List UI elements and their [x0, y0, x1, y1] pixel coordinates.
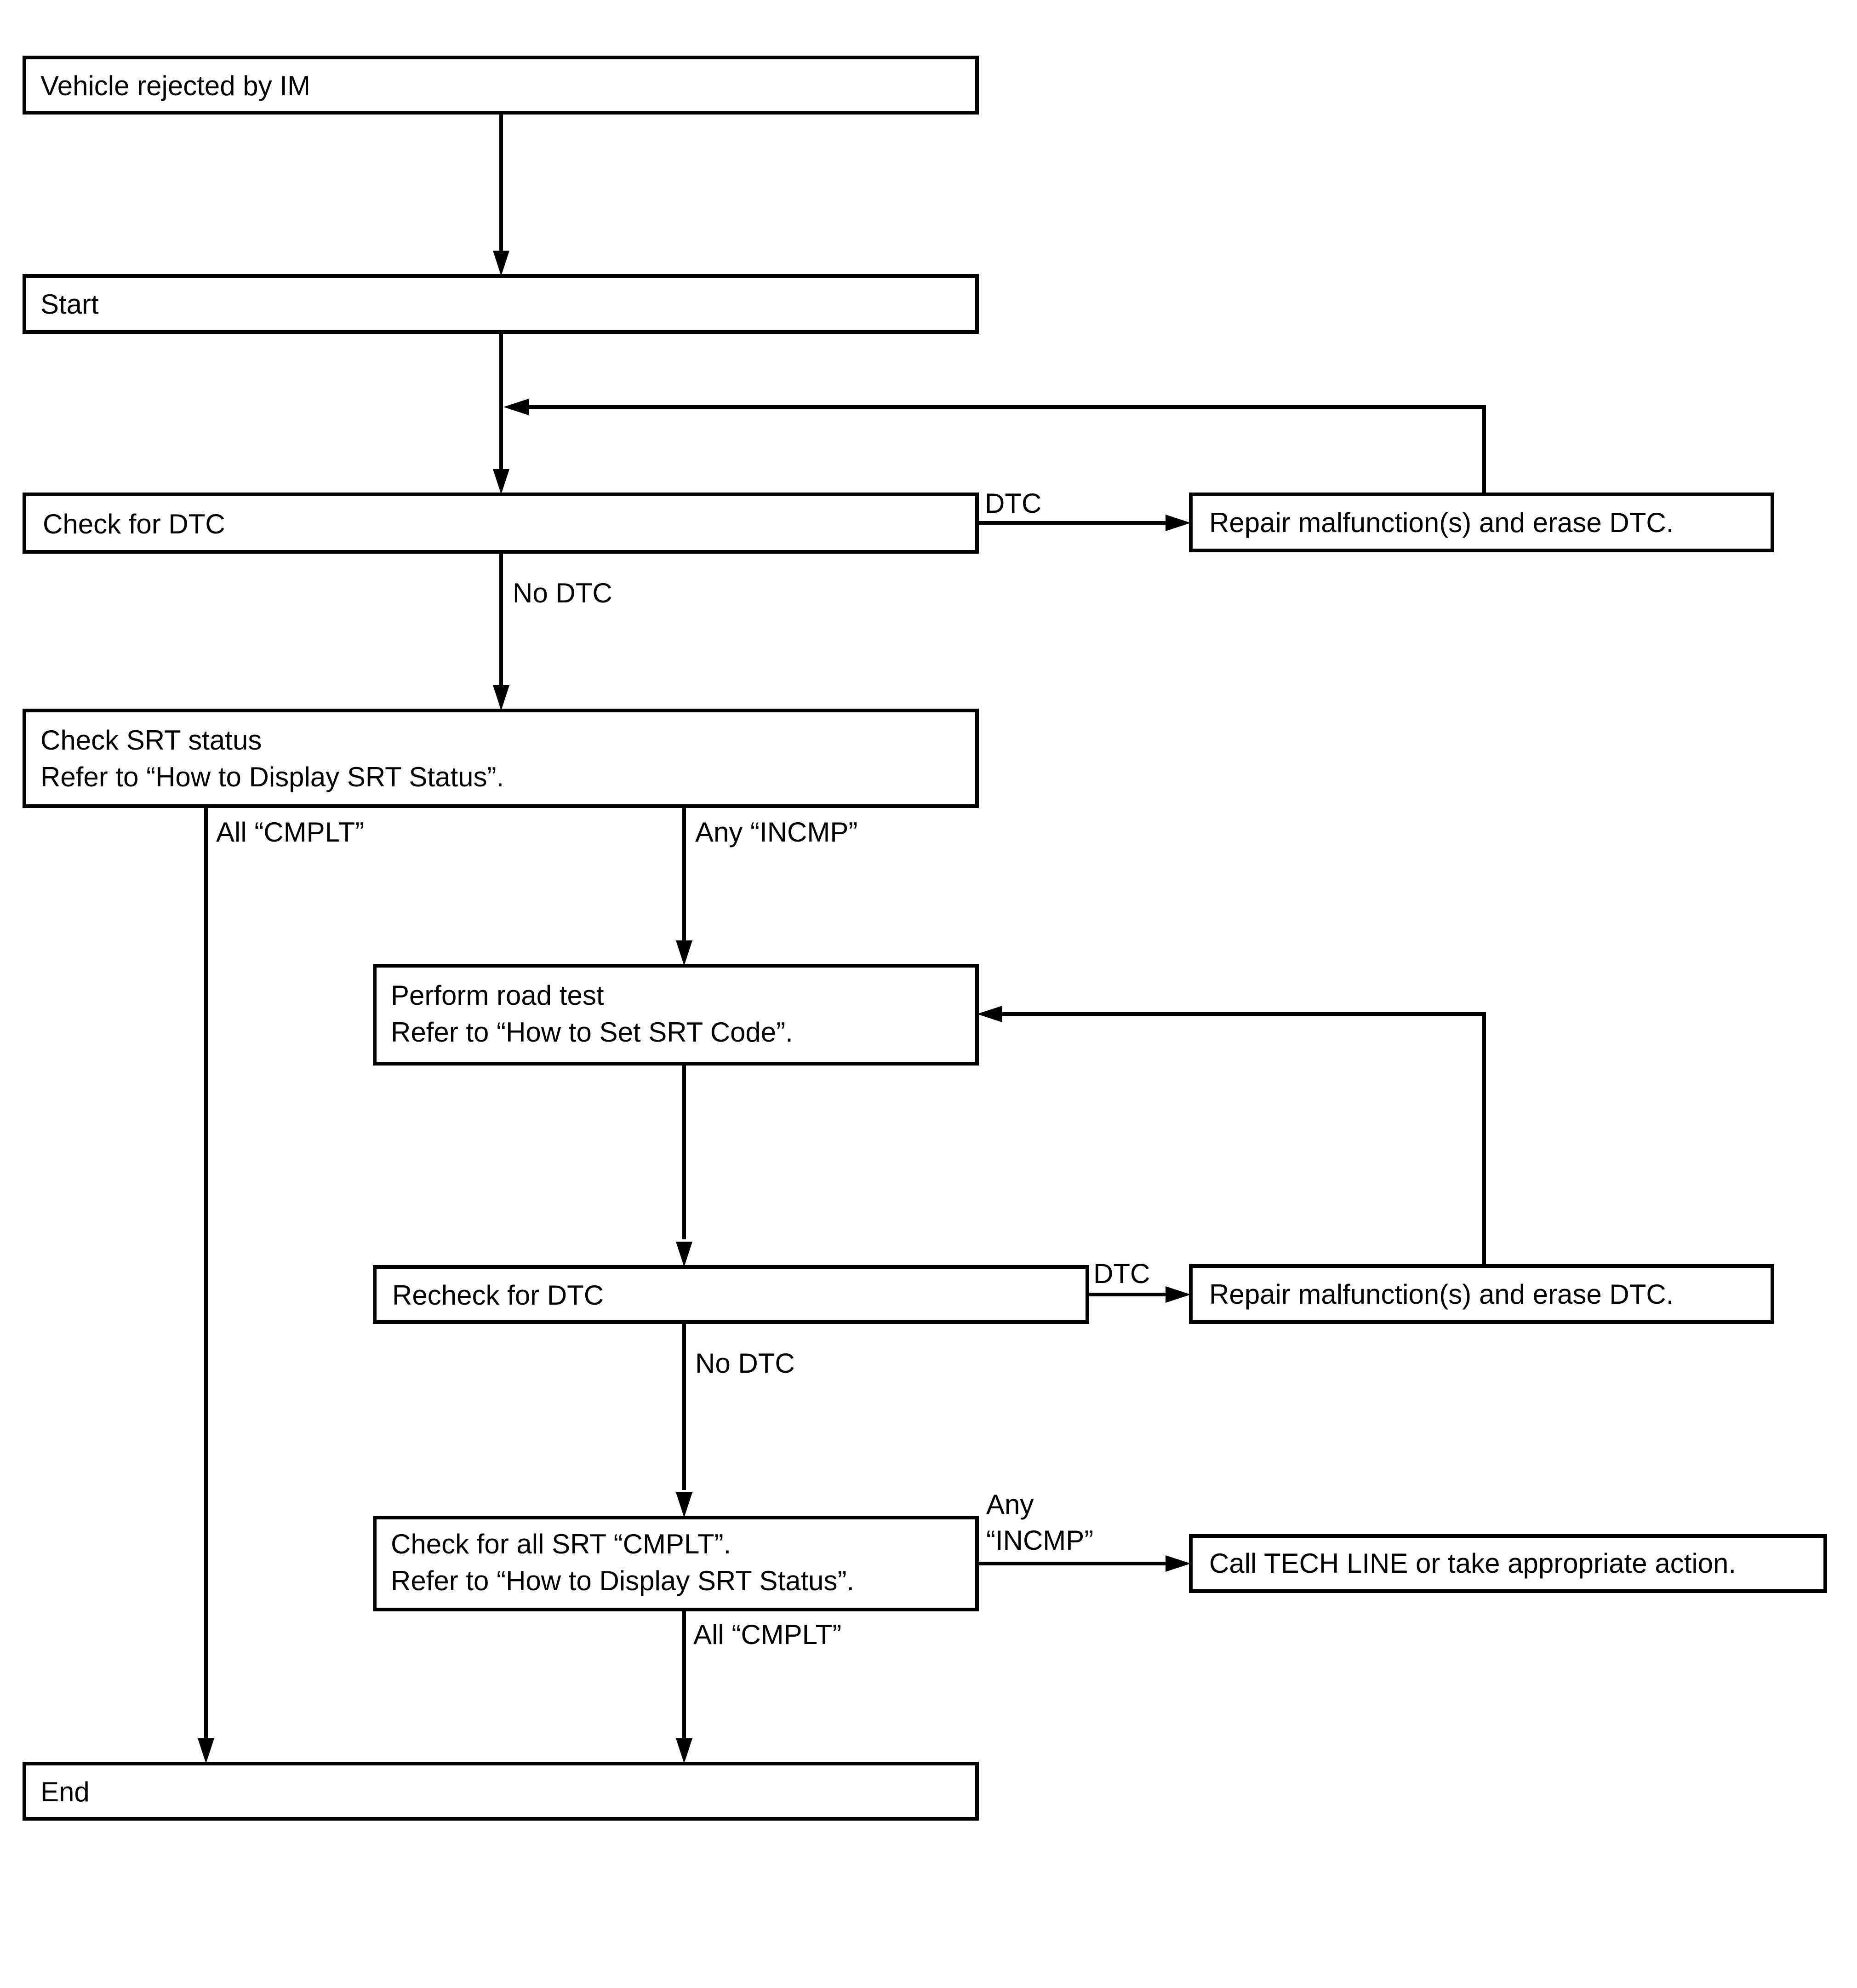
edge-label-no-dtc-1: No DTC: [513, 578, 612, 608]
arrowheads: [198, 251, 1191, 1764]
node-check-srt: Check SRT status Refer to “How to Displa…: [23, 709, 979, 808]
node-vehicle-rejected: Vehicle rejected by IM: [23, 56, 979, 115]
edge-label-no-dtc-2: No DTC: [695, 1348, 795, 1379]
node-check-srt-text-2: Refer to “How to Display SRT Status”.: [40, 762, 504, 792]
arrowhead-left-loop-2: [977, 1006, 1002, 1022]
arrowhead-right-tech-line: [1166, 1555, 1191, 1572]
arrowhead-down-end-right: [676, 1738, 692, 1764]
node-start: Start: [23, 274, 979, 334]
node-end-text: End: [40, 1776, 90, 1807]
arrowhead-down-end-left: [198, 1738, 214, 1764]
arrowhead-down-recheck: [676, 1242, 692, 1267]
arrowhead-down-check-srt: [493, 685, 509, 710]
arrowhead-right-repair-2: [1166, 1286, 1191, 1303]
edge-label-any-incmp-1: Any “INCMP”: [695, 817, 857, 848]
node-repair-1-text: Repair malfunction(s) and erase DTC.: [1209, 507, 1674, 538]
node-recheck-dtc-text: Recheck for DTC: [392, 1280, 604, 1311]
node-tech-line: Call TECH LINE or take appropriate actio…: [1189, 1534, 1827, 1593]
node-check-all-srt-text-2: Refer to “How to Display SRT Status”.: [391, 1565, 854, 1596]
node-start-text: Start: [40, 289, 99, 320]
edge-repair-loop-back-2: [995, 1012, 1486, 1266]
edge-label-dtc-2: DTC: [1093, 1258, 1150, 1289]
edge-label-any-incmp-2-line-1: Any: [986, 1489, 1034, 1520]
edge-label-all-cmplt-1: All “CMPLT”: [216, 817, 364, 848]
edge-label-any-incmp-2-line-2: “INCMP”: [986, 1525, 1093, 1556]
node-road-test: Perform road test Refer to “How to Set S…: [373, 964, 979, 1066]
edge-repair-loop-back-1: [522, 405, 1486, 494]
arrowhead-down-road-test: [676, 940, 692, 966]
node-tech-line-text: Call TECH LINE or take appropriate actio…: [1209, 1548, 1736, 1579]
connectors: [204, 113, 1486, 1745]
edge-label-dtc-1: DTC: [985, 488, 1041, 519]
node-vehicle-rejected-text: Vehicle rejected by IM: [40, 70, 310, 101]
edge-labels: DTC No DTC All “CMPLT” Any “INCMP” DTC N…: [216, 488, 1150, 1650]
arrowhead-down-check-dtc: [493, 469, 509, 494]
node-repair-1: Repair malfunction(s) and erase DTC.: [1189, 493, 1774, 552]
node-road-test-text-1: Perform road test: [391, 980, 604, 1011]
node-check-all-srt-text-1: Check for all SRT “CMPLT”.: [391, 1529, 731, 1559]
node-repair-2-text: Repair malfunction(s) and erase DTC.: [1209, 1279, 1674, 1310]
node-check-dtc: Check for DTC: [23, 493, 979, 554]
arrowhead-left-loop-1: [503, 399, 529, 415]
node-check-dtc-text: Check for DTC: [43, 509, 225, 539]
node-check-all-srt: Check for all SRT “CMPLT”. Refer to “How…: [373, 1516, 979, 1611]
node-recheck-dtc: Recheck for DTC: [373, 1265, 1089, 1324]
node-road-test-text-2: Refer to “How to Set SRT Code”.: [391, 1017, 793, 1048]
node-repair-2: Repair malfunction(s) and erase DTC.: [1189, 1264, 1774, 1324]
edge-label-all-cmplt-2: All “CMPLT”: [693, 1619, 841, 1650]
node-check-srt-text-1: Check SRT status: [40, 725, 262, 756]
arrowhead-down-check-all-srt: [676, 1492, 692, 1518]
arrowhead-down-start: [493, 251, 509, 276]
arrowhead-right-repair-1: [1166, 515, 1191, 531]
node-end: End: [23, 1762, 979, 1821]
